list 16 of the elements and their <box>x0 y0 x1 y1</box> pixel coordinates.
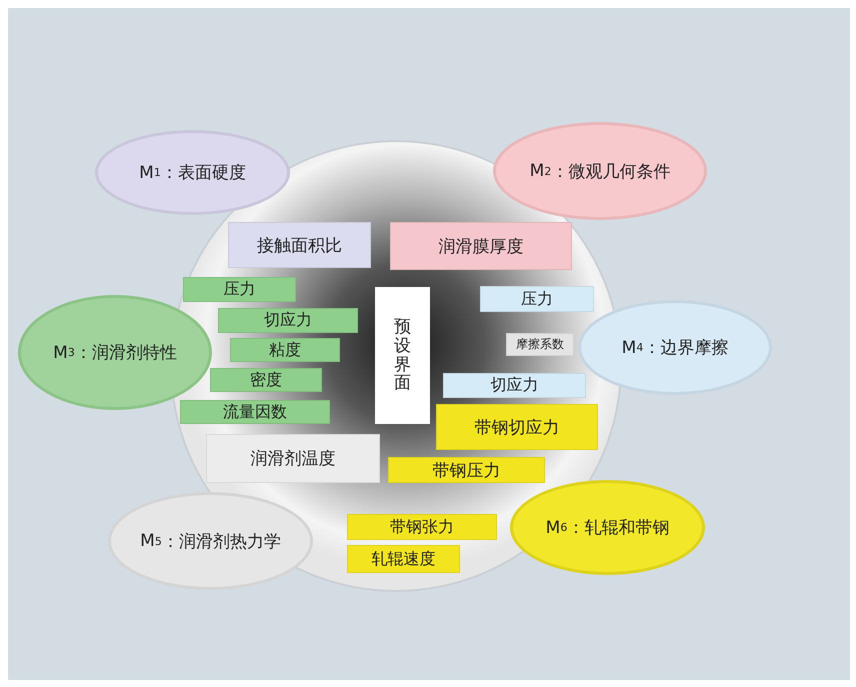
parameter-box: 接触面积比 <box>228 222 371 268</box>
parameter-box: 摩擦系数 <box>506 333 574 356</box>
parameter-box: 粘度 <box>230 338 340 362</box>
parameter-box: 切应力 <box>443 373 586 398</box>
parameter-box: 切应力 <box>218 308 358 333</box>
interface-box: 预设界面 <box>375 287 430 424</box>
parameter-box: 压力 <box>480 286 594 312</box>
parameter-box: 轧辊速度 <box>347 545 460 573</box>
parameter-box: 压力 <box>183 277 296 302</box>
parameter-box: 密度 <box>210 368 322 392</box>
parameter-box: 润滑剂温度 <box>206 434 380 483</box>
parameter-box: 润滑膜厚度 <box>390 222 572 270</box>
parameter-box: 带钢张力 <box>347 514 497 540</box>
parameter-box: 流量因数 <box>180 400 330 424</box>
parameter-box: 带钢压力 <box>388 457 545 483</box>
parameter-box: 带钢切应力 <box>436 404 598 450</box>
